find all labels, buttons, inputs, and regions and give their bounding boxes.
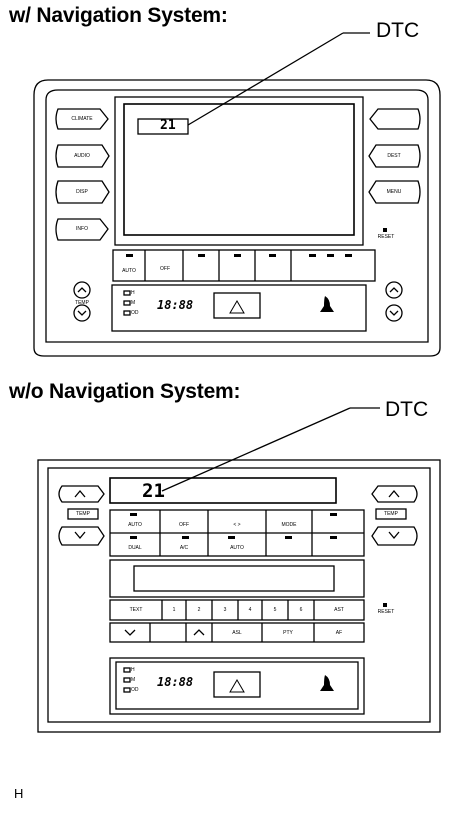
- dtc-label-nonav: DTC: [385, 398, 429, 421]
- nav-clock: 18:88: [157, 298, 194, 312]
- nonav-preset-5[interactable]: 5: [273, 607, 277, 613]
- nonav-clock: 18:88: [157, 675, 194, 689]
- nonav-btn-off[interactable]: OFF: [179, 522, 189, 528]
- heading-nav: w/ Navigation System:: [9, 4, 228, 27]
- nav-btn-disp[interactable]: DISP: [76, 189, 88, 195]
- nav-btn-info[interactable]: INFO: [76, 226, 88, 232]
- nonav-btn-asl[interactable]: ASL: [232, 630, 242, 636]
- nav-panel-drawing: [33, 32, 441, 357]
- nonav-preset-3[interactable]: 3: [223, 607, 227, 613]
- nonav-btn-ast[interactable]: AST: [334, 607, 344, 613]
- nonav-mode-h: H: [131, 667, 135, 673]
- nav-screen-frame: [114, 96, 364, 246]
- nonav-btn-text[interactable]: TEXT: [129, 607, 143, 613]
- nonav-btn-ac[interactable]: A/C: [179, 545, 189, 551]
- nav-outer-bezel: [33, 79, 441, 357]
- nav-temp-left: TEMP: [75, 300, 89, 306]
- nonav-reset-label: RESET: [377, 609, 395, 615]
- nav-dtc-code: 21: [160, 118, 176, 133]
- hazard-button-nav: [213, 292, 261, 319]
- nonav-btn-af[interactable]: AF: [335, 630, 343, 636]
- nav-btn-auto[interactable]: AUTO: [122, 268, 136, 274]
- nonav-preset-2[interactable]: 2: [197, 607, 201, 613]
- nonav-mode-m: M: [131, 677, 136, 683]
- nav-screen: [123, 103, 355, 236]
- dtc-label-nav: DTC: [376, 19, 420, 42]
- nonav-btn-auto-recirc[interactable]: AUTO: [230, 545, 244, 551]
- nav-btn-menu[interactable]: MENU: [386, 189, 402, 195]
- nav-mode-h: H: [131, 290, 135, 296]
- nonav-btn-fan[interactable]: < >: [233, 522, 241, 528]
- nonav-temp-right: TEMP: [384, 511, 398, 517]
- heading-nonav: w/o Navigation System:: [9, 380, 241, 403]
- hazard-button-nonav: [213, 671, 261, 698]
- nav-btn-climate[interactable]: CLIMATE: [71, 116, 93, 122]
- nonav-dtc-code: 21: [142, 480, 165, 502]
- nav-mode-m: M: [131, 300, 136, 306]
- nonav-temp-left: TEMP: [76, 511, 90, 517]
- figure-code: H: [14, 786, 24, 801]
- nav-btn-audio[interactable]: AUDIO: [74, 153, 90, 159]
- nonav-btn-pty[interactable]: PTY: [283, 630, 293, 636]
- nonav-btn-mode[interactable]: MODE: [281, 522, 297, 528]
- nav-mode-od: OD: [131, 310, 139, 316]
- nav-dtc-box: [137, 118, 189, 135]
- nonav-mode-od: OD: [131, 687, 139, 693]
- nav-btn-off[interactable]: OFF: [160, 266, 170, 272]
- nonav-preset-6[interactable]: 6: [299, 607, 303, 613]
- nonav-panel-drawing: [37, 407, 441, 733]
- nonav-top-display: [109, 477, 337, 504]
- nav-btn-dest[interactable]: DEST: [387, 153, 401, 159]
- nonav-btn-auto[interactable]: AUTO: [128, 522, 142, 528]
- nav-reset-label: RESET: [377, 234, 395, 240]
- nonav-preset-4[interactable]: 4: [248, 607, 252, 613]
- nonav-preset-1[interactable]: 1: [172, 607, 176, 613]
- nonav-btn-dual[interactable]: DUAL: [128, 545, 142, 551]
- nonav-outer-bezel: [37, 459, 441, 733]
